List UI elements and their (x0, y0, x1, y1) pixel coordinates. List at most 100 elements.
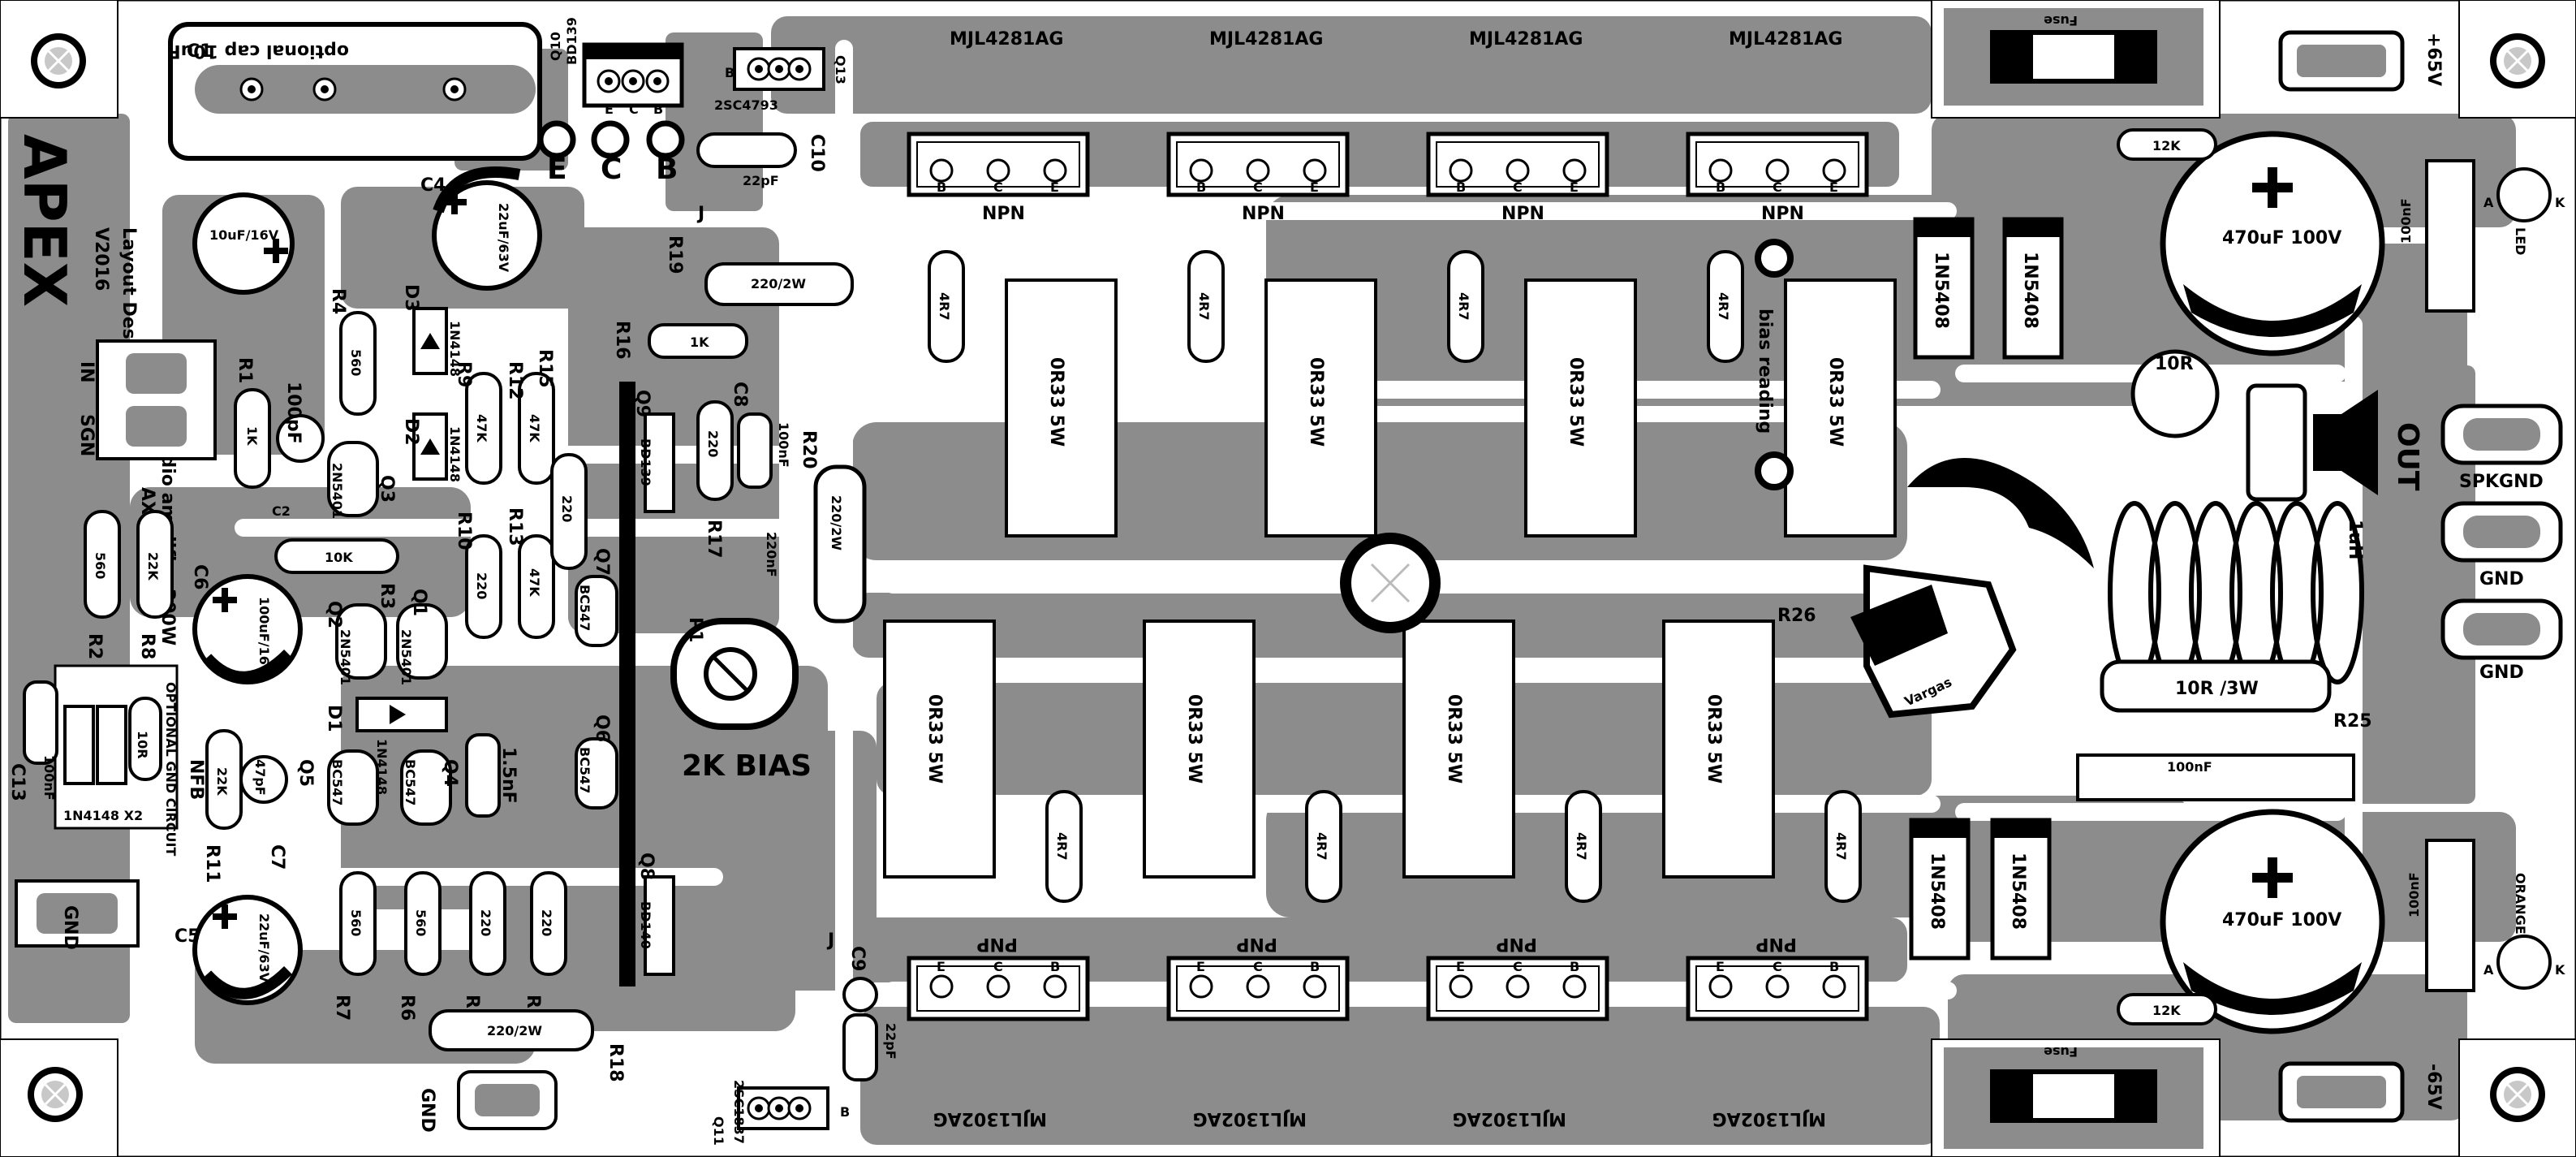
svg-text:560: 560 (348, 349, 364, 376)
res-r20: 220/2W R20 (799, 430, 867, 624)
r26-label: R26 (1777, 606, 1816, 626)
knight-logo: Vargas (1850, 458, 2094, 719)
svg-text:0R33 5W: 0R33 5W (1306, 357, 1326, 447)
svg-text:R11: R11 (202, 844, 222, 883)
svg-text:Q8: Q8 (636, 853, 657, 880)
svg-text:10uF/16V: 10uF/16V (209, 227, 279, 243)
svg-text:1N5408: 1N5408 (2020, 252, 2040, 329)
svg-text:R1: R1 (235, 357, 255, 383)
svg-text:B: B (840, 1104, 850, 1120)
pnp-pin-label: B (1829, 959, 1839, 974)
svg-text:4R7: 4R7 (1833, 832, 1849, 861)
svg-text:100nF: 100nF (776, 422, 791, 468)
cap-c9: C9 22pF (842, 946, 898, 1081)
pnp-part-label: MJL1302AG (1712, 1108, 1826, 1129)
mount-hole-br (2488, 1065, 2547, 1124)
pnp-pin-label: C (1773, 959, 1782, 974)
svg-text:C4: C4 (420, 175, 446, 196)
svg-text:NFB: NFB (186, 759, 206, 800)
svg-text:Q7: Q7 (592, 548, 612, 576)
q10-b: B (653, 101, 663, 117)
diode-d3: 1N4148 D3 (401, 284, 463, 377)
npn-part-label: MJL4281AG (1729, 29, 1842, 50)
diode-1n5408-1: 1N5408 (1913, 217, 1975, 360)
npn-pin-label: B (1456, 179, 1466, 195)
q10-c: C (629, 101, 639, 117)
svg-text:BC547: BC547 (577, 585, 592, 631)
npn-type-label: NPN (1242, 204, 1285, 224)
input-connector: IN SGN (76, 339, 217, 460)
svg-text:220: 220 (478, 909, 493, 936)
npn-part-label: MJL4281AG (1469, 29, 1583, 50)
svg-text:100uF/16V: 100uF/16V (256, 597, 272, 676)
power-res-bot-3: 0R33 5W (1402, 620, 1515, 879)
svg-text:K: K (2555, 962, 2565, 978)
power-res-bot-4: 0R33 5W (1662, 620, 1775, 879)
svg-text:0R33 5W: 0R33 5W (1566, 357, 1586, 447)
optional-cap-label: optional cap 10uF (169, 41, 349, 61)
pnp-pin-label: B (1050, 959, 1060, 974)
npn-pin-label: C (1513, 179, 1523, 195)
npn-pin-label: C (1773, 179, 1782, 195)
power-res-bot-2: 0R33 5W (1143, 620, 1256, 879)
cap-c8: 100nF C8 (730, 382, 791, 489)
cap-c2: 100pF C2 (272, 382, 325, 519)
res-r8: 22K R8 (136, 510, 174, 659)
svg-text:470uF 100V: 470uF 100V (2222, 228, 2341, 248)
power-resistors-bot: 0R33 5W 0R33 5W 0R33 5W 0R33 5W (883, 620, 1775, 879)
transistor-q11: 2SC1837 Q11 B (711, 1080, 850, 1146)
svg-text:Q11: Q11 (711, 1116, 726, 1146)
svg-text:10K: 10K (325, 550, 353, 565)
power-res-top-2: 0R33 5W (1264, 278, 1377, 537)
svg-text:Q4: Q4 (440, 759, 460, 787)
power-res-bot-1: 0R33 5W (883, 620, 996, 879)
minus65-label: -65V (2423, 1064, 2444, 1110)
q13-b: B (725, 65, 734, 80)
title-year: V2016 (91, 227, 111, 291)
diode-d1: 1N4148 D1 (324, 697, 448, 795)
svg-text:100nF: 100nF (2167, 759, 2212, 775)
svg-text:220/2W: 220/2W (751, 276, 806, 291)
svg-text:1.5nF: 1.5nF (498, 747, 519, 804)
svg-text:2SC1837: 2SC1837 (731, 1080, 747, 1144)
svg-text:1N4148: 1N4148 (447, 426, 463, 482)
svg-text:BC547: BC547 (403, 759, 418, 805)
svg-text:1N4148 X2: 1N4148 X2 (63, 808, 143, 823)
npn-pin-label: E (1050, 179, 1059, 195)
pnp-type-label: PNP (1755, 934, 1797, 954)
svg-text:10R: 10R (135, 731, 150, 759)
res-r13: 47K R13 (505, 507, 555, 639)
pnp-pin-label: B (1570, 959, 1579, 974)
driver-heatsink-strip (619, 382, 635, 986)
svg-text:C6: C6 (190, 564, 210, 589)
svg-text:4R7: 4R7 (1054, 832, 1070, 861)
svg-text:D3: D3 (401, 284, 421, 312)
res-r10: 220 R10 (454, 512, 502, 639)
npn-part-label: MJL4281AG (950, 29, 1063, 50)
svg-text:4R7: 4R7 (1314, 832, 1329, 861)
svg-text:GND: GND (2479, 663, 2524, 683)
svg-text:V2016: V2016 (91, 227, 111, 291)
diode-1n5408-3: 1N5408 (1909, 818, 1971, 961)
emitter-res-pnp-3: 4R7 (1565, 790, 1602, 903)
svg-text:K: K (2555, 195, 2565, 210)
power-res-top-4: 0R33 5W (1784, 278, 1897, 537)
svg-text:R15: R15 (535, 349, 555, 388)
svg-text:LED: LED (2513, 227, 2528, 255)
svg-text:Q9: Q9 (632, 390, 653, 417)
pnp-pin-label: E (937, 959, 946, 974)
cap-c1: 10uF/16V (192, 192, 295, 295)
npn-pin-label: E (1829, 179, 1838, 195)
npn-pin-label: B (1196, 179, 1206, 195)
svg-text:2K BIAS: 2K BIAS (682, 749, 812, 783)
svg-text:470uF 100V: 470uF 100V (2222, 910, 2341, 930)
svg-text:22K: 22K (214, 767, 230, 796)
transistor-q6: BC547 Q6 (575, 714, 618, 809)
svg-text:22K: 22K (145, 552, 161, 581)
emitter-res-npn-2: 4R7 (1187, 250, 1225, 363)
svg-text:4R7: 4R7 (937, 292, 952, 321)
pnp-pin-label: C (1253, 959, 1263, 974)
